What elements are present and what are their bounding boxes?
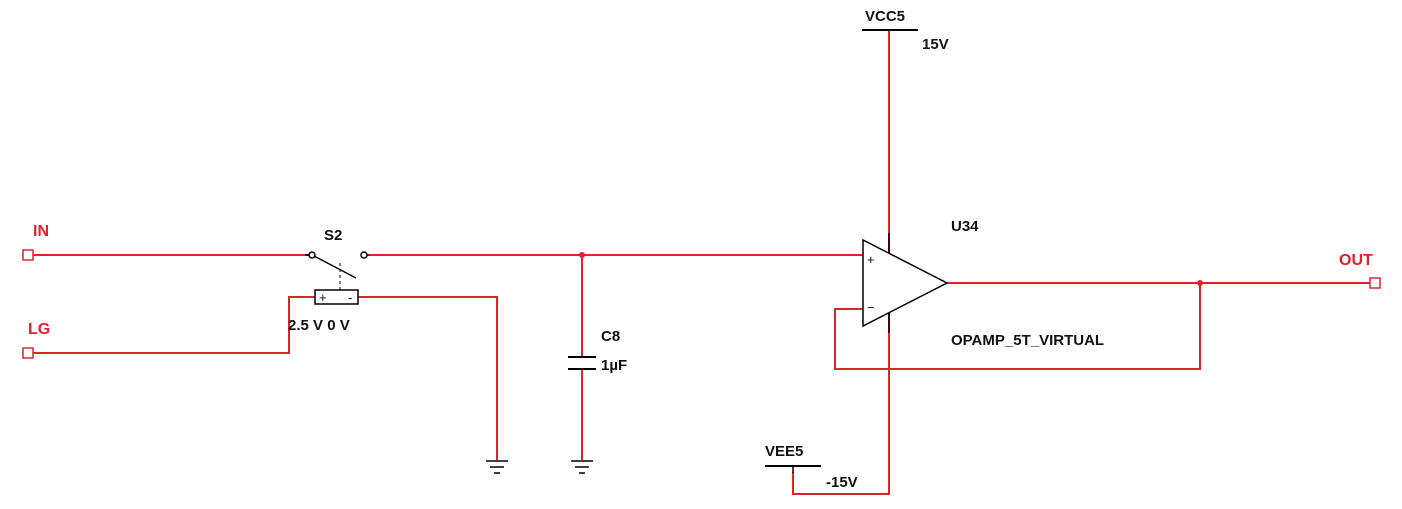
vcc-value-label: 15V xyxy=(922,36,949,53)
ground-symbol-switch xyxy=(486,460,508,474)
switch-blade xyxy=(313,255,357,279)
wire-lg xyxy=(33,296,315,354)
opamp-u34[interactable]: + − xyxy=(862,233,949,333)
switch-contact-left xyxy=(308,251,316,259)
junction-feedback xyxy=(1197,280,1203,286)
wire-control-ground xyxy=(358,296,498,460)
switch-ref-label: S2 xyxy=(324,227,342,244)
switch-plus-sign: + xyxy=(319,290,327,305)
switch-control-box xyxy=(314,289,359,305)
wire-vee xyxy=(792,300,890,495)
port-lg[interactable] xyxy=(22,347,34,359)
wire-feedback xyxy=(834,283,1201,370)
switch-s2[interactable]: + - xyxy=(305,251,370,305)
capacitor-c8[interactable] xyxy=(568,356,596,370)
port-out[interactable] xyxy=(1369,277,1381,289)
opamp-triangle xyxy=(862,238,949,328)
opamp-model-label: OPAMP_5T_VIRTUAL xyxy=(951,332,1104,349)
switch-contact-right xyxy=(360,251,368,259)
vee-value-label: -15V xyxy=(826,474,858,491)
port-out-label: OUT xyxy=(1339,252,1373,269)
vee-ref-label: VEE5 xyxy=(765,443,803,460)
ground-symbol-capacitor xyxy=(571,460,593,474)
wires xyxy=(33,30,1370,495)
port-in[interactable] xyxy=(22,249,34,261)
port-lg-label: LG xyxy=(28,321,50,338)
port-in-label: IN xyxy=(33,223,49,240)
switch-values-label: 2.5 V 0 V xyxy=(288,317,350,334)
opamp-plus-sign: + xyxy=(867,252,875,267)
capacitor-ref-label: C8 xyxy=(601,328,620,345)
opamp-ref-label: U34 xyxy=(951,218,979,235)
vcc-ref-label: VCC5 xyxy=(865,8,905,25)
capacitor-value-label: 1µF xyxy=(601,357,627,374)
junction-cap xyxy=(579,252,585,258)
switch-minus-sign: - xyxy=(348,290,352,305)
opamp-minus-sign: − xyxy=(867,300,875,315)
